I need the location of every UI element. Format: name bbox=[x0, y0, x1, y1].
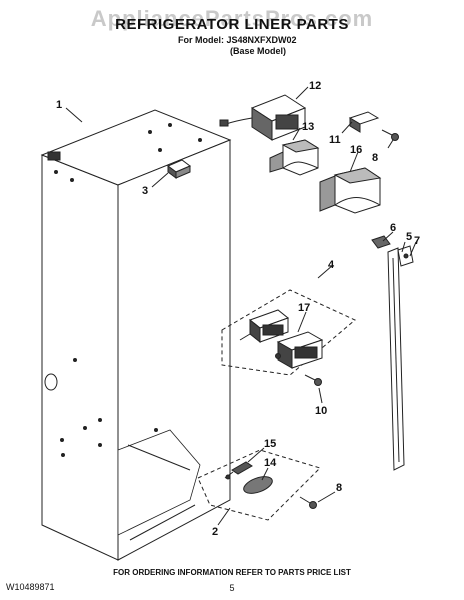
callout-2: 2 bbox=[212, 526, 218, 538]
callout-10: 10 bbox=[315, 405, 327, 417]
callout-7: 7 bbox=[414, 235, 420, 247]
part-16-vent bbox=[319, 167, 382, 214]
screw-10 bbox=[304, 374, 322, 386]
callout-16: 16 bbox=[350, 144, 362, 156]
part-4-enclosure bbox=[221, 289, 356, 376]
page-number: 5 bbox=[229, 583, 235, 593]
light-housing-left bbox=[239, 309, 290, 344]
part-17-housing bbox=[275, 331, 324, 369]
callout-3: 3 bbox=[142, 185, 148, 197]
callout-15: 15 bbox=[264, 438, 276, 450]
callout-17: 17 bbox=[298, 302, 310, 314]
page-title: REFRIGERATOR LINER PARTS bbox=[115, 16, 349, 33]
callout-8-bottom: 8 bbox=[336, 482, 342, 494]
model-line: For Model: JS48NXFXDW02 bbox=[178, 35, 297, 45]
callout-8-top: 8 bbox=[372, 152, 378, 164]
part-14-lens bbox=[243, 476, 273, 494]
part-13-vent bbox=[269, 139, 320, 176]
screw-8-top bbox=[381, 129, 399, 141]
part-3-bracket bbox=[167, 159, 191, 179]
callout-11: 11 bbox=[329, 134, 341, 146]
part-12-control bbox=[219, 94, 307, 141]
part-15-socket bbox=[224, 461, 253, 480]
callout-6: 6 bbox=[390, 222, 396, 234]
callout-14: 14 bbox=[264, 457, 277, 469]
callout-4: 4 bbox=[328, 259, 335, 271]
screw-8-bottom bbox=[299, 496, 317, 509]
rail-assembly bbox=[371, 235, 414, 471]
part-11-bracket bbox=[348, 111, 380, 133]
callout-12: 12 bbox=[309, 80, 321, 92]
model-sub: (Base Model) bbox=[230, 46, 287, 56]
callout-13: 13 bbox=[302, 121, 314, 133]
liner-box bbox=[40, 109, 232, 561]
ordering-note: FOR ORDERING INFORMATION REFER TO PARTS … bbox=[113, 568, 351, 577]
document-number: W10489871 bbox=[6, 582, 55, 592]
watermark: AppliancePartsPros.com bbox=[90, 6, 374, 31]
callout-1: 1 bbox=[56, 99, 62, 111]
callout-5: 5 bbox=[406, 231, 412, 243]
part-2-enclosure bbox=[197, 449, 321, 521]
